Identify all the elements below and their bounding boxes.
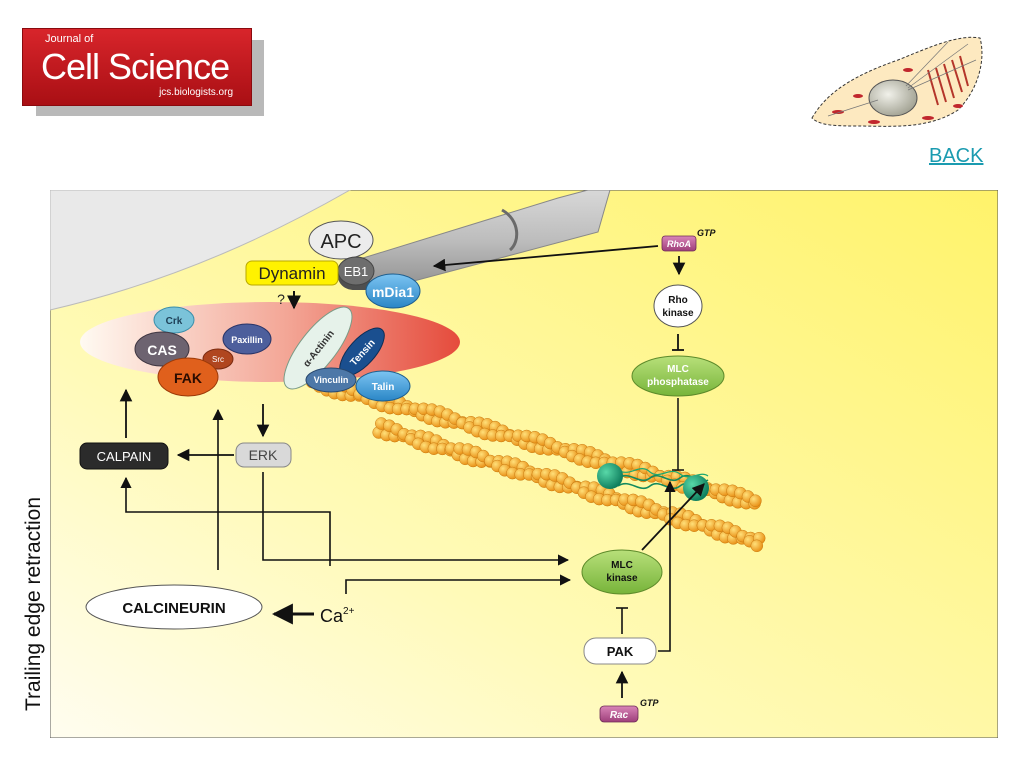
src-label: Src [212, 355, 224, 364]
question-mark: ? [277, 291, 285, 307]
arrow-ca-mlckinase [345, 574, 572, 594]
logo-journal-of: Journal of [45, 33, 94, 45]
actin-filament [305, 375, 766, 553]
pathway-diagram: APC EB1 Dynamin mDia1 ? Crk CAS Paxillin… [50, 190, 998, 738]
rho-kinase-node [653, 284, 703, 328]
cell-illustration [811, 36, 983, 127]
back-link[interactable]: BACK [929, 145, 984, 167]
dynamin-node [245, 260, 339, 286]
arrow-pak-myosin [658, 480, 676, 652]
mdia1-node [365, 273, 421, 309]
tensin-node: Tensin [339, 327, 385, 377]
mlc-phosphatase-node [631, 355, 725, 397]
journal-logo: Journal of Cell Science jcs.biologists.o… [22, 28, 264, 116]
mdia1-label: mDia1 [372, 284, 414, 300]
calcineurin-label: CALCINEURIN [122, 600, 225, 617]
pak-node [583, 637, 657, 665]
cell-nucleus [868, 79, 918, 117]
rhoa-node [661, 235, 697, 252]
cell-microtubules [827, 41, 977, 117]
rhoa-label: RhoA [667, 239, 691, 249]
arrow-erk-mlckinase [262, 472, 570, 566]
actin-bead [750, 539, 764, 553]
vinculin-label: Vinculin [314, 375, 349, 385]
calpain-node [79, 442, 169, 470]
calcineurin-node [85, 584, 263, 630]
rac-node [599, 705, 639, 723]
rac-gtp: GTP [640, 698, 659, 708]
side-label: Trailing edge retraction [22, 497, 45, 711]
logo-box: Journal of Cell Science jcs.biologists.o… [22, 28, 252, 106]
talin-label: Talin [372, 382, 395, 393]
logo-url: jcs.biologists.org [159, 87, 233, 98]
mlc-kinase-label-2: kinase [606, 573, 638, 584]
rho-kinase-label-1: Rho [668, 295, 687, 306]
fak-node [157, 357, 219, 397]
calpain-label: CALPAIN [97, 449, 152, 464]
dynamin-label: Dynamin [258, 264, 325, 283]
membrane-region [50, 190, 352, 311]
rhoa-gtp: GTP [697, 228, 716, 238]
erk-label: ERK [249, 447, 278, 463]
talin-node [355, 370, 411, 402]
arrow-rhoa-mdia1 [432, 245, 659, 272]
mlc-phosphatase-label-2: phosphatase [647, 377, 709, 388]
mlc-kinase-label-1: MLC [611, 560, 633, 571]
arrow-mlckinase-myosin [641, 483, 705, 551]
actin-bead [749, 494, 762, 507]
logo-title: Cell Science [41, 46, 230, 87]
apc-node [308, 220, 374, 260]
apc-label: APC [320, 231, 361, 253]
erk-node [235, 442, 292, 468]
paxillin-node [222, 323, 272, 355]
arrow-ca-calpain [120, 476, 331, 566]
cell-vesicles [832, 68, 963, 124]
cell-organelles [927, 55, 969, 106]
fak-label: FAK [174, 370, 202, 386]
eb1-label: EB1 [344, 264, 369, 279]
mlc-phosphatase-label-1: MLC [667, 364, 689, 375]
vinculin-node [305, 367, 357, 393]
paxillin-label: Paxillin [231, 335, 263, 345]
calcium-label: Ca2+ [320, 606, 355, 626]
rac-label: Rac [610, 710, 629, 721]
mlc-kinase-node [581, 549, 663, 595]
cas-label: CAS [147, 342, 177, 358]
crk-label: Crk [166, 316, 183, 327]
crk-node [153, 306, 195, 334]
rho-kinase-label-2: kinase [662, 308, 694, 319]
cas-node [134, 331, 190, 367]
pak-label: PAK [607, 644, 634, 659]
